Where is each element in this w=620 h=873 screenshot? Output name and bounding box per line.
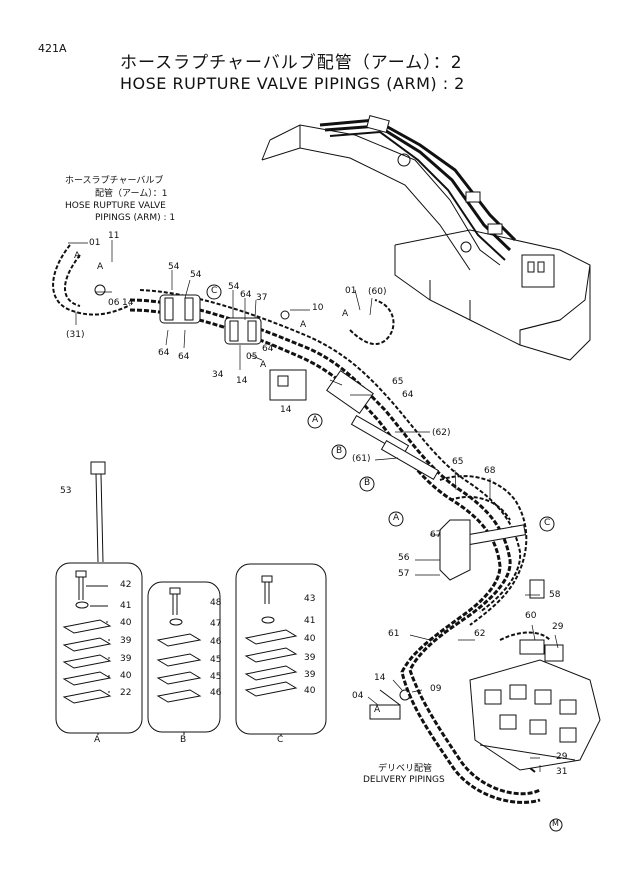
callout-b-1: B: [336, 446, 343, 456]
callout-c-1: C: [211, 286, 218, 296]
part-label: 11: [108, 231, 120, 241]
reference-jp-line1: ホースラプチャーバルブ: [65, 176, 164, 186]
part-label: 47: [210, 619, 222, 629]
part-label: 39: [304, 670, 316, 680]
part-label: 64: [262, 344, 274, 354]
part-label: 40: [120, 671, 132, 681]
part-label: 54: [190, 270, 202, 280]
part-label: (61): [352, 454, 371, 464]
reference-jp-line2: 配管（アーム）：1: [95, 189, 168, 199]
title-japanese: ホースラプチャーバルブ配管（アーム）：2: [120, 53, 463, 73]
callout-a-1: A: [312, 415, 319, 425]
part-label: 64: [402, 390, 414, 400]
part-label: 41: [120, 601, 132, 611]
part-label: 57: [398, 569, 410, 579]
part-label: 01: [345, 286, 357, 296]
callout-a-2: A: [393, 513, 400, 523]
part-label: 64: [178, 352, 190, 362]
part-label: 14: [280, 405, 292, 415]
part-label: 37: [256, 293, 268, 303]
part-label: (31): [66, 330, 85, 340]
part-label: 22: [120, 688, 132, 698]
part-label: 34: [212, 370, 224, 380]
clamp-set-a-parts: [62, 570, 112, 704]
part-label: 05: [246, 352, 258, 362]
callout-circles: [206, 284, 563, 832]
callout-c-2: C: [544, 518, 551, 528]
part-label: 65: [392, 377, 404, 387]
part-label: 46: [210, 688, 222, 698]
reference-en-line1: HOSE RUPTURE VALVE: [65, 201, 166, 211]
part-label: A: [374, 705, 381, 715]
part-label: 58: [549, 590, 561, 600]
fitting-group-04: [369, 689, 411, 720]
part-label: 45: [210, 655, 222, 665]
part-label: A: [74, 251, 81, 261]
part-label: (60): [368, 287, 387, 297]
part-label: A: [97, 262, 104, 272]
view-label-b: B: [180, 735, 187, 745]
part-label: 14: [236, 376, 248, 386]
part-label: 64: [158, 348, 170, 358]
part-label: A: [342, 309, 349, 319]
part-label: 40: [304, 686, 316, 696]
part-label: 54: [228, 282, 240, 292]
part-label: A: [260, 360, 267, 370]
part-label: 04: [352, 691, 364, 701]
part-label: 29: [552, 622, 564, 632]
view-label-a: A: [94, 735, 101, 745]
part-label: 61: [388, 629, 400, 639]
leader-lines: [68, 240, 559, 772]
part-label: (62): [432, 428, 451, 438]
part-label: 31: [556, 767, 568, 777]
part-label: 06: [108, 298, 120, 308]
part-label: 43: [304, 594, 316, 604]
page-code: 421A: [38, 42, 67, 55]
part-label: 65: [452, 457, 464, 467]
valve-bodies: [94, 284, 564, 763]
hose-bundle: [52, 244, 551, 804]
part-label: 60: [525, 611, 537, 621]
mark-m: M: [552, 819, 559, 828]
reference-en-line2: PIPINGS (ARM) : 1: [95, 213, 176, 223]
part-label: 41: [304, 616, 316, 626]
clamps: [350, 414, 526, 581]
cable-tie-53: [90, 461, 106, 563]
part-label: 62: [474, 629, 486, 639]
part-label: 09: [430, 684, 442, 694]
part-label: 48: [210, 598, 222, 608]
delivery-label-en: DELIVERY PIPINGS: [363, 775, 445, 785]
part-label: 14: [374, 673, 386, 683]
view-label-c: C: [277, 735, 284, 745]
part-label: A: [300, 320, 307, 330]
callout-b-2: B: [364, 478, 371, 488]
control-valve-block: [469, 659, 601, 771]
part-label: 40: [120, 618, 132, 628]
arm-structure: [261, 115, 591, 361]
delivery-label-jp: デリベリ配管: [378, 764, 433, 774]
part-label: 01: [89, 238, 101, 248]
part-label: 46: [210, 637, 222, 647]
part-label: 14: [122, 298, 134, 308]
part-label: 54: [168, 262, 180, 272]
clamp-set-c-parts: [244, 575, 298, 697]
part-label: 67: [430, 530, 442, 540]
part-label: 29: [556, 752, 568, 762]
part-label: 40: [304, 634, 316, 644]
part-label: 39: [120, 654, 132, 664]
part-label: 68: [484, 466, 496, 476]
part-label: 45: [210, 672, 222, 682]
clamp-set-b-parts: [156, 587, 202, 703]
part-label: 42: [120, 580, 132, 590]
part-label: 39: [120, 636, 132, 646]
part-label: 39: [304, 653, 316, 663]
clamp-set-boxes: [55, 562, 327, 736]
part-label: 10: [312, 303, 324, 313]
part-label: 53: [60, 486, 72, 496]
part-label: 64: [240, 290, 252, 300]
title-english: HOSE RUPTURE VALVE PIPINGS (ARM) : 2: [120, 74, 465, 93]
part-label: 56: [398, 553, 410, 563]
